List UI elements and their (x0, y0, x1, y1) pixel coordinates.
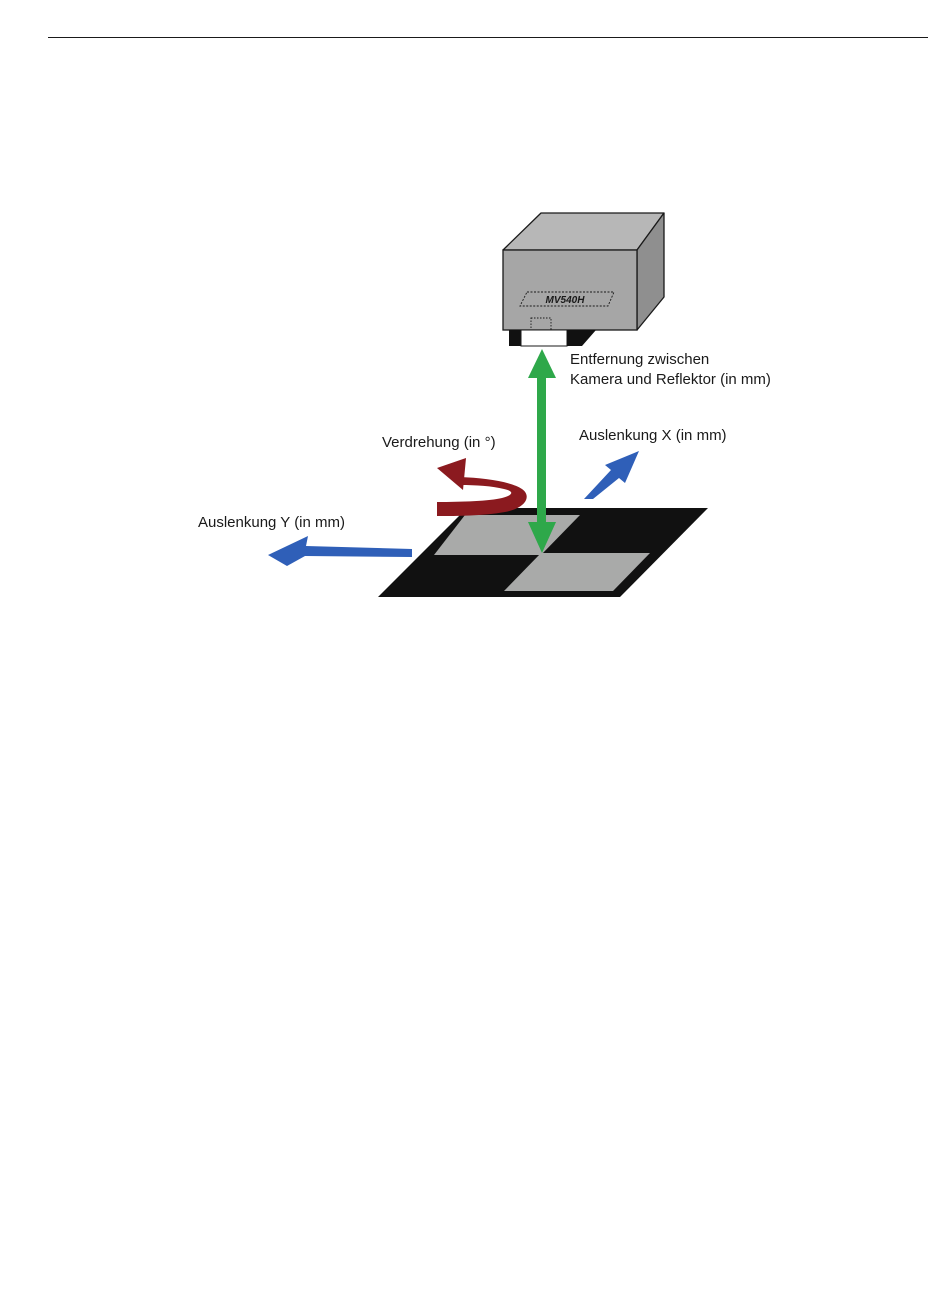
deflection-x-arrow-shape (584, 451, 639, 499)
camera-top-face (503, 213, 664, 250)
deflection-y-label: Auslenkung Y (in mm) (198, 514, 345, 531)
rotation-arrow-head (437, 458, 466, 490)
distance-label-line2: Kamera und Reflektor (in mm) (570, 371, 771, 388)
camera-model-label: MV540H (546, 295, 586, 306)
deflection-y-arrow (268, 536, 412, 566)
deflection-x-arrow (584, 451, 639, 499)
camera-mount-light-strip (521, 330, 567, 346)
distance-arrow (528, 349, 556, 553)
deflection-y-arrow-shape (268, 536, 412, 566)
deflection-x-label: Auslenkung X (in mm) (579, 427, 727, 444)
camera-mount-left-block (509, 330, 521, 346)
distance-arrow-shaft (537, 376, 546, 524)
distance-label-line1: Entfernung zwischen (570, 351, 709, 368)
rotation-arrow (437, 458, 527, 516)
distance-arrow-top-head (528, 349, 556, 378)
camera-front-face (503, 250, 637, 330)
rotation-label: Verdrehung (in °) (382, 434, 496, 451)
camera: MV540H (503, 213, 664, 346)
camera-mount-right-block (567, 330, 596, 346)
